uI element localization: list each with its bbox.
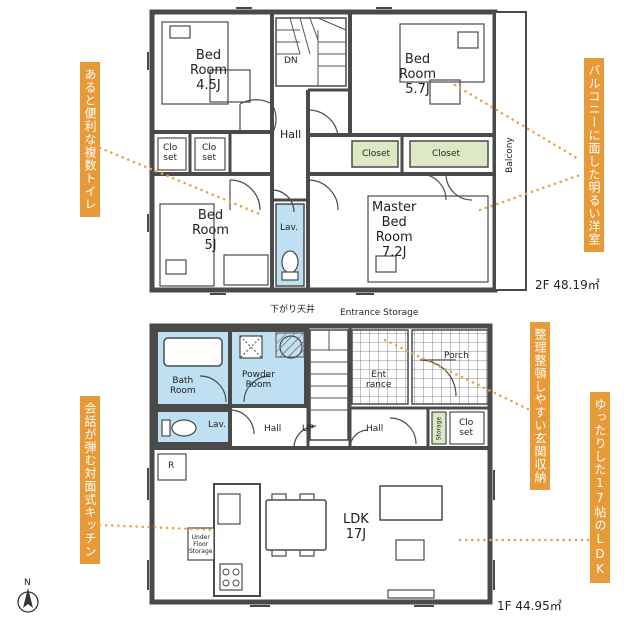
- hall-1f-right-label: Hall: [366, 424, 384, 434]
- storage-label: Storage: [435, 416, 443, 441]
- entrance-storage-note: Entrance Storage: [340, 308, 419, 318]
- callout-entrance: 整理整頓しやすい玄関収納: [530, 322, 550, 490]
- callout-leaders: [98, 83, 592, 542]
- lowered-ceiling-note: 下がり天井: [270, 305, 316, 315]
- closet-2-label: Closet: [432, 149, 461, 159]
- lowered-ceiling-hatch: [275, 332, 305, 358]
- first-floor: [147, 323, 495, 607]
- dn-label: DN: [284, 56, 298, 66]
- hall-2f-label: Hall: [280, 128, 302, 141]
- porch-label: Porch: [444, 351, 469, 361]
- callout-balcony-room: バルコニーに面した明るい洋室: [584, 58, 604, 252]
- callout-ldk: ゆったりした17帖のLDK: [590, 392, 610, 583]
- closet-1-label: Closet: [362, 149, 391, 159]
- balcony-label: Balcony: [505, 137, 515, 173]
- floor2-area: 2F 48.19㎡: [535, 278, 600, 292]
- lav-2f-label: Lav.: [280, 223, 299, 233]
- callout-kitchen: 会話が弾む対面式キッチン: [80, 396, 100, 564]
- compass-n-label: N: [24, 578, 31, 588]
- hall-1f-left-label: Hall: [264, 424, 282, 434]
- fridge-label: R: [168, 461, 175, 471]
- north-compass-icon: [17, 588, 39, 613]
- lav-1f-label: Lav.: [208, 420, 227, 430]
- callout-toilets: あると便利な複数トイレ: [80, 62, 100, 217]
- second-floor: [147, 7, 527, 295]
- up-label: UP: [302, 424, 315, 434]
- floor1-area: 1F 44.95㎡: [497, 599, 562, 613]
